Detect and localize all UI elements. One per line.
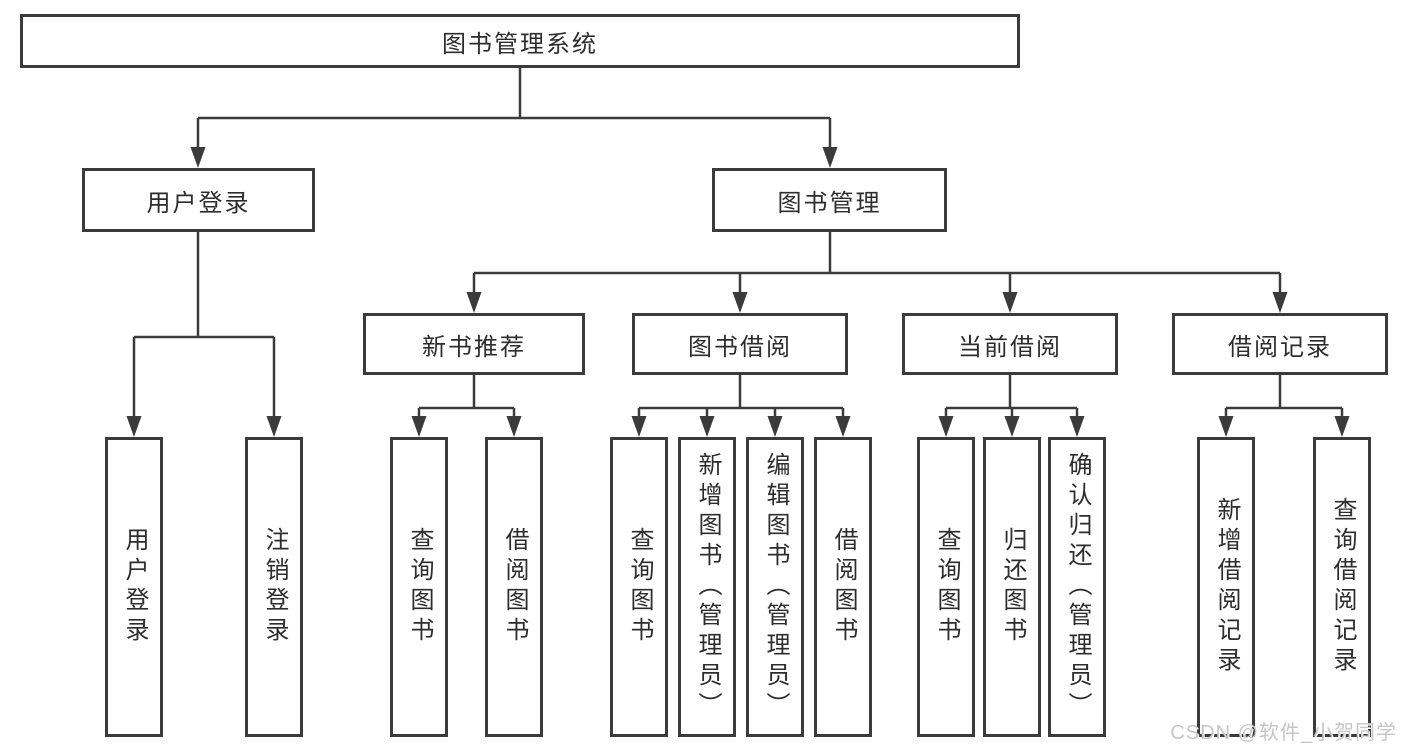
leaf-borrow-query-books: 查询图书 [610, 437, 668, 737]
node-label: 新增图书（管理员） [694, 452, 721, 722]
node-label: 图书借阅 [688, 333, 792, 361]
node-label: 借阅图书 [501, 527, 528, 647]
node-current-borrow: 当前借阅 [902, 313, 1118, 375]
leaf-current-query-books: 查询图书 [917, 437, 975, 737]
node-label: 注销登录 [261, 527, 288, 647]
leaf-user-login: 用户登录 [105, 437, 163, 737]
node-label: 当前借阅 [958, 333, 1062, 361]
node-label: 新书推荐 [422, 333, 526, 361]
watermark: CSDN @软件_小贺同学 [1170, 722, 1397, 744]
node-label: 确认归还（管理员） [1064, 452, 1091, 722]
node-label: 用户登录 [146, 189, 251, 217]
leaf-add-borrow-record: 新增借阅记录 [1197, 437, 1255, 737]
node-borrow-records: 借阅记录 [1172, 313, 1388, 375]
node-label: 图书管理 [777, 189, 882, 217]
node-book-management: 图书管理 [712, 168, 947, 232]
node-new-book-recommend: 新书推荐 [363, 313, 585, 375]
node-label: 图书管理系统 [442, 30, 598, 58]
leaf-logout: 注销登录 [245, 437, 303, 737]
node-label: 编辑图书（管理员） [762, 452, 789, 722]
node-label: 归还图书 [999, 527, 1026, 647]
leaf-confirm-return-admin: 确认归还（管理员） [1048, 437, 1106, 737]
node-label: 查询图书 [406, 527, 433, 647]
node-label: 借阅图书 [830, 527, 857, 647]
leaf-recommend-borrow-books: 借阅图书 [485, 437, 543, 737]
leaf-add-books-admin: 新增图书（管理员） [678, 437, 736, 737]
leaf-edit-books-admin: 编辑图书（管理员） [746, 437, 804, 737]
leaf-return-books: 归还图书 [983, 437, 1041, 737]
leaf-borrow-books: 借阅图书 [814, 437, 872, 737]
node-label: 用户登录 [121, 527, 148, 647]
node-label: 新增借阅记录 [1213, 497, 1240, 677]
node-user-login: 用户登录 [82, 168, 315, 232]
node-label: 借阅记录 [1228, 333, 1332, 361]
node-label: 查询图书 [626, 527, 653, 647]
node-book-borrow: 图书借阅 [632, 313, 848, 375]
node-root-system: 图书管理系统 [20, 14, 1020, 68]
leaf-query-borrow-record: 查询借阅记录 [1313, 437, 1371, 737]
node-label: 查询图书 [933, 527, 960, 647]
leaf-recommend-query-books: 查询图书 [390, 437, 448, 737]
node-label: 查询借阅记录 [1329, 497, 1356, 677]
